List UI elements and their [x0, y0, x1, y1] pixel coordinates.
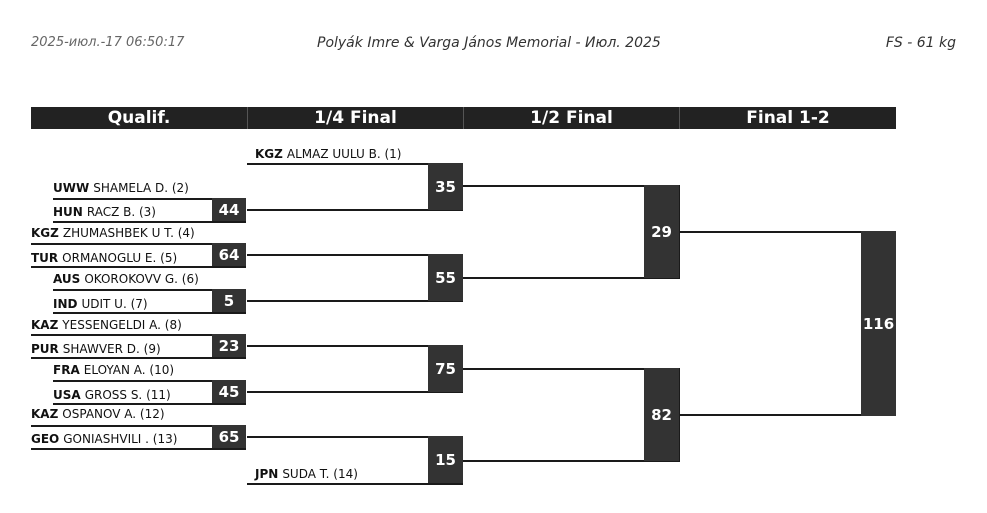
bout-number-box: 5 — [212, 289, 246, 312]
bracket-line — [31, 425, 212, 427]
weight-category: FS - 61 kg — [885, 35, 956, 51]
wrestler-country: IND — [53, 297, 78, 311]
wrestler-name: RACZ B. (3) — [86, 205, 156, 219]
wrestler-name: OSPANOV A. (12) — [62, 407, 165, 421]
bracket-line — [53, 221, 246, 223]
wrestler-country: KAZ — [31, 407, 59, 421]
bracket-line — [31, 357, 246, 359]
bracket-line — [247, 300, 463, 302]
bracket-line — [679, 414, 896, 416]
wrestler-name: ELOYAN A. (10) — [83, 363, 175, 377]
bracket-line — [247, 483, 463, 485]
bracket-line — [463, 185, 644, 187]
bracket-line — [463, 277, 679, 279]
bracket-line — [53, 289, 212, 291]
bout-number-box: 15 — [428, 436, 463, 483]
wrestler-name: ORMANOGLU E. (5) — [62, 251, 178, 265]
bracket-line — [247, 209, 463, 211]
wrestler-country: JPN — [255, 467, 279, 481]
bout-number-box: 23 — [212, 334, 246, 357]
bracket-line — [247, 345, 428, 347]
timestamp: 2025-июл.-17 06:50:17 — [31, 35, 185, 50]
bout-number-box: 45 — [212, 380, 246, 403]
wrestler-name: SHAMELA D. (2) — [93, 181, 189, 195]
bracket-line — [247, 391, 463, 393]
wrestler-name: GONIASHVILI . (13) — [63, 432, 178, 446]
bout-number-box: 82 — [644, 368, 679, 461]
wrestler-country: USA — [53, 388, 81, 402]
wrestler-name: GROSS S. (11) — [84, 388, 171, 402]
bracket-line — [463, 368, 644, 370]
bracket-line — [463, 460, 679, 462]
wrestler-country: HUN — [53, 205, 83, 219]
bracket-line — [679, 231, 861, 233]
bout-number-box: 55 — [428, 254, 463, 301]
bracket-line — [247, 163, 428, 165]
wrestler-country: FRA — [53, 363, 80, 377]
round-header-qualif: Qualif. — [31, 107, 247, 129]
wrestler-country: PUR — [31, 342, 59, 356]
wrestler-name: ZHUMASHBEK U T. (4) — [62, 226, 195, 240]
wrestler-name: YESSENGELDI A. (8) — [62, 318, 182, 332]
bracket-line — [247, 436, 428, 438]
bracket-line — [31, 266, 246, 268]
wrestler-name: UDIT U. (7) — [81, 297, 148, 311]
bout-number-box: 44 — [212, 198, 246, 221]
wrestler-country: KAZ — [31, 318, 59, 332]
bout-number-box: 64 — [212, 243, 246, 266]
wrestler-name: ALMAZ UULU B. (1) — [286, 147, 402, 161]
round-header-final: Final 1-2 — [679, 107, 896, 129]
wrestler-country: KGZ — [31, 226, 59, 240]
bracket-line — [53, 312, 246, 314]
round-header-quarterfinal: 1/4 Final — [247, 107, 463, 129]
bout-number-box: 29 — [644, 185, 679, 278]
wrestler-name: SHAWVER D. (9) — [62, 342, 161, 356]
bracket-line — [31, 334, 212, 336]
event-title: Polyák Imre & Varga János Memorial - Июл… — [317, 35, 661, 51]
wrestler-name: OKOROKOVV G. (6) — [84, 272, 199, 286]
bout-number-box: 65 — [212, 425, 246, 448]
wrestler-country: GEO — [31, 432, 60, 446]
bout-number-box: 35 — [428, 163, 463, 210]
bout-number-box: 75 — [428, 345, 463, 392]
wrestler-country: UWW — [53, 181, 90, 195]
wrestler-country: TUR — [31, 251, 59, 265]
wrestler-country: KGZ — [255, 147, 283, 161]
wrestler-name: SUDA T. (14) — [282, 467, 358, 481]
bracket-line — [31, 448, 246, 450]
bracket-line — [53, 403, 246, 405]
bracket-line — [53, 380, 212, 382]
bracket-line — [247, 254, 428, 256]
bout-number-box: 116 — [861, 231, 896, 416]
bracket-line — [31, 243, 212, 245]
bracket-line — [53, 198, 212, 200]
round-header-semifinal: 1/2 Final — [463, 107, 679, 129]
wrestler-country: AUS — [53, 272, 81, 286]
